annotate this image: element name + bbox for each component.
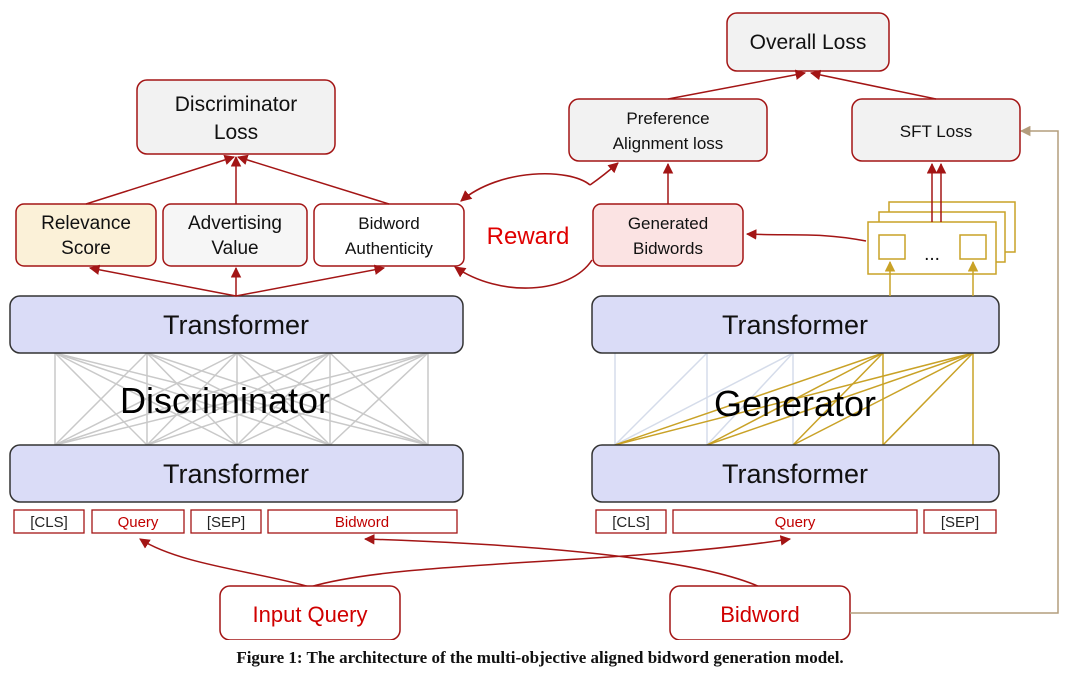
generator-bottom-transformer-label: Transformer bbox=[722, 459, 868, 489]
attention-edge bbox=[146, 352, 429, 446]
disc-token-sep bbox=[190, 509, 262, 534]
gen-token-cls-label: [CLS] bbox=[612, 514, 650, 531]
disc-token-query-label: Query bbox=[118, 514, 159, 531]
sft-loss-label: SFT Loss bbox=[900, 122, 972, 141]
sampled-bidwords-stack bbox=[867, 201, 1016, 275]
bidword-input-label: Bidword bbox=[720, 602, 799, 627]
architecture-diagram: Discriminator Generator Transformer Tran… bbox=[9, 12, 1059, 640]
causal-attention-edge bbox=[882, 352, 974, 446]
discriminator-loss-line1: Discriminator bbox=[175, 93, 298, 116]
attention-edge bbox=[54, 352, 148, 446]
discriminator-loss-box bbox=[136, 79, 336, 155]
advertising-value-box bbox=[162, 203, 308, 267]
scores-to-discriminator-loss-arrows bbox=[85, 154, 390, 205]
relevance-score-line2: Score bbox=[61, 238, 111, 259]
generated-bidwords-line2: Bidwords bbox=[633, 239, 703, 258]
gen-token-query bbox=[672, 509, 918, 534]
relevance-score-line1: Relevance bbox=[41, 213, 131, 234]
sample-token-first bbox=[878, 234, 906, 260]
input-query-to-disc-query-arrow bbox=[139, 538, 311, 588]
advertising-value-line2: Value bbox=[211, 238, 258, 259]
causal-attention-edge bbox=[706, 352, 974, 446]
generated-bidwords-line1: Generated bbox=[628, 214, 708, 233]
attention-edge bbox=[54, 352, 238, 446]
disc-token-cls-label: [CLS] bbox=[30, 514, 68, 531]
attention-edge bbox=[236, 352, 429, 446]
discriminator-top-transformer-label: Transformer bbox=[163, 310, 309, 340]
generator-attention-mesh bbox=[614, 352, 974, 446]
causal-attention-edge bbox=[614, 352, 884, 446]
losses-to-overall-arrows bbox=[667, 69, 937, 100]
bidword-authenticity-line1: Bidword bbox=[358, 214, 419, 233]
input-connections bbox=[139, 534, 792, 588]
figure-caption: Figure 1: The architecture of the multi-… bbox=[236, 648, 844, 667]
input-query-label: Input Query bbox=[253, 602, 368, 627]
overall-loss-label: Overall Loss bbox=[750, 31, 867, 54]
bidword-to-sft-loss-arrow bbox=[850, 125, 1059, 614]
gen-token-cls bbox=[595, 509, 667, 534]
generator-label: Generator bbox=[714, 383, 876, 424]
transformer-to-samples-arrows bbox=[884, 260, 979, 296]
preference-alignment-loss-line2: Alignment loss bbox=[613, 134, 724, 153]
sample-token-last bbox=[959, 234, 987, 260]
advertising-value-line1: Advertising bbox=[188, 213, 282, 234]
disc-token-cls bbox=[13, 509, 85, 534]
bidword-authenticity-line2: Authenticity bbox=[345, 239, 433, 258]
disc-token-bidword bbox=[267, 509, 458, 534]
generated-to-preference-arrows bbox=[589, 162, 674, 204]
discriminator-label: Discriminator bbox=[120, 380, 330, 421]
gen-token-sep-label: [SEP] bbox=[941, 514, 979, 531]
causal-attention-edge bbox=[614, 352, 794, 446]
disc-token-bidword-label: Bidword bbox=[335, 514, 389, 531]
causal-attention-edge bbox=[614, 352, 708, 446]
attention-edge bbox=[54, 352, 331, 446]
discriminator-bottom-transformer bbox=[9, 444, 464, 503]
generator-bottom-transformer bbox=[591, 444, 1000, 503]
reward-loop bbox=[454, 173, 593, 289]
input-query-box bbox=[219, 585, 401, 640]
overall-loss-box bbox=[726, 12, 890, 72]
discriminator-bottom-transformer-label: Transformer bbox=[163, 459, 309, 489]
disc-token-query bbox=[91, 509, 185, 534]
attention-edge bbox=[54, 352, 429, 446]
transformer-to-scores-arrows bbox=[88, 264, 386, 297]
disc-token-sep-label: [SEP] bbox=[207, 514, 245, 531]
causal-attention-edge bbox=[792, 352, 974, 446]
input-query-to-gen-query-arrow bbox=[309, 535, 792, 588]
preference-alignment-loss-line1: Preference bbox=[626, 109, 709, 128]
gen-token-query-label: Query bbox=[775, 514, 816, 531]
generator-top-transformer-label: Transformer bbox=[722, 310, 868, 340]
generator-token-row: [CLS] Query [SEP] bbox=[595, 509, 997, 534]
sample-ellipsis: ... bbox=[924, 244, 940, 265]
discriminator-attention-mesh bbox=[54, 352, 429, 446]
samples-to-sft-loss-arrows bbox=[926, 162, 947, 222]
discriminator-loss-line2: Loss bbox=[214, 121, 258, 144]
gen-token-sep bbox=[923, 509, 997, 534]
generator-top-transformer bbox=[591, 295, 1000, 354]
attention-edge bbox=[236, 352, 331, 446]
attention-edge bbox=[329, 352, 429, 446]
discriminator-token-row: [CLS] Query [SEP] Bidword bbox=[13, 509, 458, 534]
samples-to-generated-bidwords-arrow bbox=[745, 229, 867, 242]
reward-label: Reward bbox=[487, 223, 570, 250]
causal-attention-edge bbox=[614, 352, 974, 446]
bidword-to-disc-bidword-arrow bbox=[363, 534, 761, 588]
